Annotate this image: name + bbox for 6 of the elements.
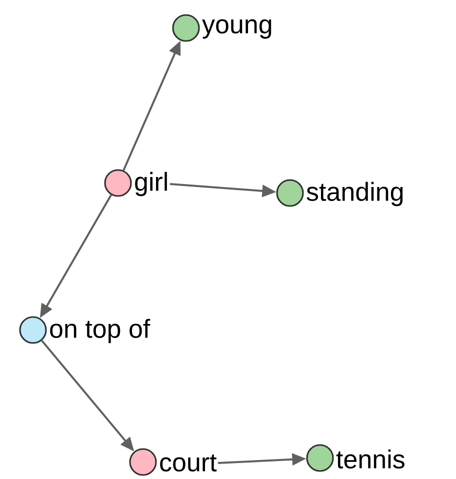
node-label: girl [135, 172, 167, 196]
node-label: court [160, 454, 217, 472]
node-label: tennis [336, 449, 404, 469]
node-label: standing [306, 182, 403, 206]
node-label: on top of [50, 318, 150, 344]
node-label: young [202, 19, 272, 39]
